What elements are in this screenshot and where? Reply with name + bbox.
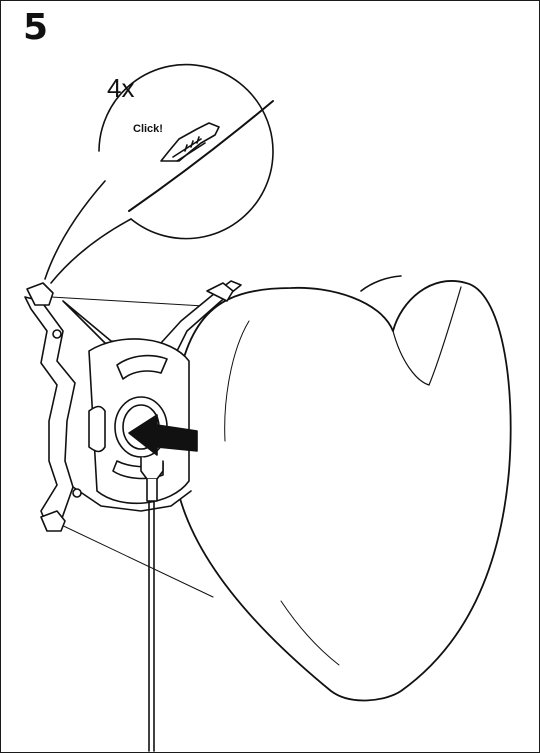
detail-callout: 4x Click! <box>44 63 274 284</box>
heart-shade <box>172 275 512 702</box>
guide-lines <box>50 296 222 598</box>
push-direction-arrow <box>128 414 198 456</box>
clip-detail-icon <box>160 122 220 162</box>
click-label: Click! <box>133 123 163 135</box>
step-number: 5 <box>23 7 49 48</box>
quantity-label: 4x <box>107 73 134 103</box>
power-cable <box>148 500 155 752</box>
